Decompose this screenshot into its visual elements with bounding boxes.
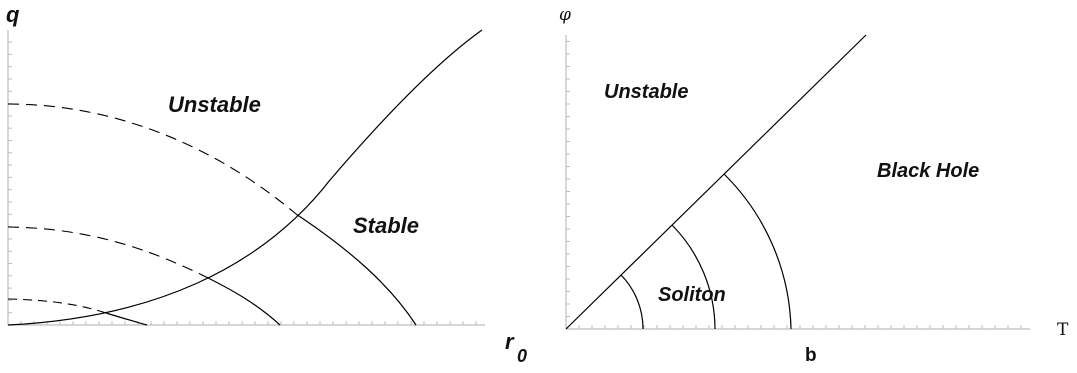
stability-boundary-curve <box>7 29 483 326</box>
dashed-curve-middle <box>7 226 201 275</box>
solid-curve-top <box>295 213 417 326</box>
right-x-axis-label: T <box>1057 320 1069 340</box>
soliton-arc-large <box>723 173 792 330</box>
right-panel: φ T b Unstable Black Hole Soliton <box>559 5 1069 366</box>
right-y-axis-label: φ <box>559 5 571 25</box>
left-panel: q r 0 Unstable Stable <box>6 2 527 366</box>
left-axis-ticks <box>7 41 477 326</box>
right-region-black-hole-label: Black Hole <box>877 160 979 182</box>
left-region-stable-label: Stable <box>353 213 419 238</box>
soliton-arc-medium <box>671 224 716 330</box>
left-region-unstable-label: Unstable <box>168 92 261 117</box>
right-region-unstable-label: Unstable <box>604 81 688 103</box>
left-y-axis-label: q <box>6 2 20 27</box>
right-x-tick-label-b: b <box>805 345 817 366</box>
solid-curve-bottom <box>105 312 148 326</box>
left-x-axis-label-subscript: 0 <box>517 346 527 366</box>
left-x-axis-label: r <box>505 329 515 354</box>
solid-curve-middle <box>199 273 281 326</box>
right-region-soliton-label: Soliton <box>658 284 726 306</box>
soliton-arc-small <box>620 274 644 330</box>
dashed-curve-top <box>7 103 297 215</box>
dashed-curve-bottom <box>7 298 107 314</box>
transition-diagonal-line <box>565 34 867 330</box>
